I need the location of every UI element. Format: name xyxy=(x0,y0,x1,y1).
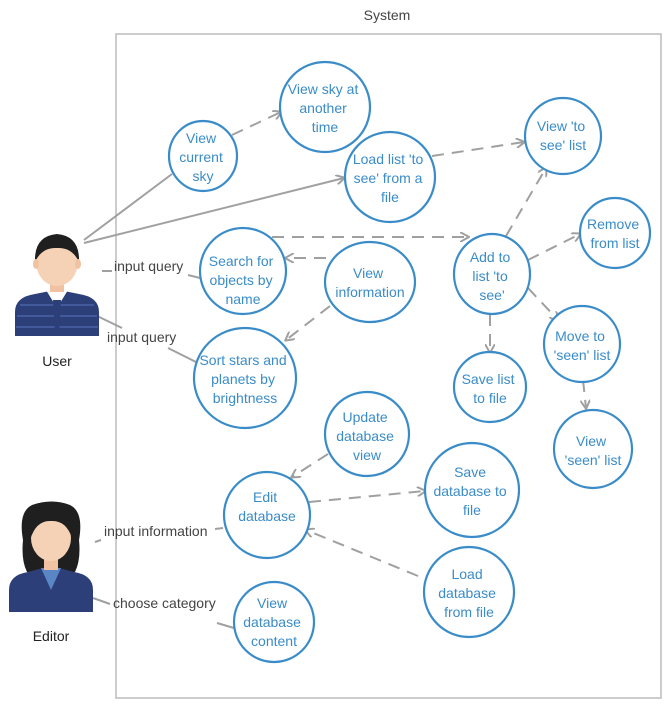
label-view-sky-another-time: View sky at another time xyxy=(288,81,362,135)
user-search-link-b xyxy=(187,274,201,279)
edit-db-to-save-db xyxy=(308,491,425,503)
connector-label-editor-edit: input information xyxy=(104,523,208,539)
user-load-list-link xyxy=(83,178,344,244)
use-case-load-database-from-file[interactable] xyxy=(422,545,516,639)
label-update-database-view: Update database view xyxy=(336,409,398,463)
user-view-current-sky-link xyxy=(83,173,173,241)
user-figure-icon xyxy=(15,234,99,336)
editor-edit-link-b xyxy=(214,527,224,530)
actor-user-name: User xyxy=(42,353,72,369)
use-case-save-list-to-file[interactable] xyxy=(452,350,528,424)
add-list-to-view-to-see xyxy=(505,168,546,237)
use-case-edit-database[interactable] xyxy=(222,470,312,560)
use-case-view-sky-another-time[interactable] xyxy=(278,60,372,154)
label-add-to-see-list: Add to list 'to see' xyxy=(470,249,514,303)
editor-view-content-link-b xyxy=(216,622,235,629)
label-move-to-seen-list: Move to 'seen' list xyxy=(554,328,611,363)
use-case-view-to-see-list[interactable] xyxy=(523,96,603,176)
load-list-to-view-to-see xyxy=(431,142,524,157)
label-load-database-from-file: Load database from file xyxy=(438,566,500,620)
add-list-to-move-seen xyxy=(527,287,558,320)
actor-editor: Editor xyxy=(9,501,93,644)
use-case-move-to-seen-list[interactable] xyxy=(542,304,622,384)
use-case-labels: View current sky View sky at another tim… xyxy=(179,81,643,649)
use-case-view-current-sky[interactable] xyxy=(167,119,239,193)
use-case-remove-from-list[interactable] xyxy=(578,196,652,270)
editor-view-content-link-a xyxy=(92,597,111,605)
view-info-to-sort xyxy=(286,305,331,340)
use-case-update-database-view[interactable] xyxy=(323,390,411,478)
label-search-objects: Search for objects by name xyxy=(209,253,277,307)
update-view-to-edit-db xyxy=(292,453,329,477)
actor-user: User xyxy=(15,234,99,369)
use-case-sort-by-brightness[interactable] xyxy=(192,326,298,430)
load-db-to-edit-db xyxy=(306,530,419,577)
use-case-add-to-see-list[interactable] xyxy=(452,232,532,316)
label-view-seen-list: View 'seen' list xyxy=(565,433,622,468)
label-view-to-see-list: View 'to see' list xyxy=(537,118,589,153)
label-remove-from-list: Remove from list xyxy=(587,216,643,251)
connector-label-editor-view-content: choose category xyxy=(113,595,216,611)
label-sort-by-brightness: Sort stars and planets by brightness xyxy=(199,352,290,406)
label-view-database-content: View database content xyxy=(243,595,305,649)
user-sort-link-b xyxy=(167,347,197,363)
label-save-list-to-file: Save list to file xyxy=(462,371,519,406)
label-save-database-to-file: Save database to file xyxy=(433,464,510,518)
use-case-load-to-see-list[interactable] xyxy=(343,130,437,224)
actor-editor-name: Editor xyxy=(33,628,70,644)
editor-edit-link-a xyxy=(94,539,102,543)
system-boundary xyxy=(115,33,662,699)
use-case-view-seen-list[interactable] xyxy=(552,408,634,490)
dashed-relationships xyxy=(231,112,586,577)
label-view-current-sky: View current sky xyxy=(179,130,226,184)
label-load-to-see-list: Load list 'to see' from a file xyxy=(353,151,427,205)
move-seen-to-view-seen xyxy=(583,379,586,408)
connector-label-user-search: input query xyxy=(114,258,183,274)
use-case-view-information[interactable] xyxy=(323,240,417,324)
current-sky-to-another-time xyxy=(231,112,281,136)
editor-figure-icon xyxy=(9,501,93,612)
label-view-information: View information xyxy=(335,265,404,300)
use-case-save-database-to-file[interactable] xyxy=(423,441,521,539)
connector-labels: input query input query input informatio… xyxy=(104,258,216,611)
use-case-search-objects[interactable] xyxy=(198,226,288,316)
use-case-view-database-content[interactable] xyxy=(232,580,316,664)
connector-label-user-sort: input query xyxy=(107,329,176,345)
label-edit-database: Edit database xyxy=(238,489,296,524)
system-title: System xyxy=(364,7,411,23)
add-list-to-remove xyxy=(527,234,580,261)
use-cases xyxy=(167,60,652,664)
